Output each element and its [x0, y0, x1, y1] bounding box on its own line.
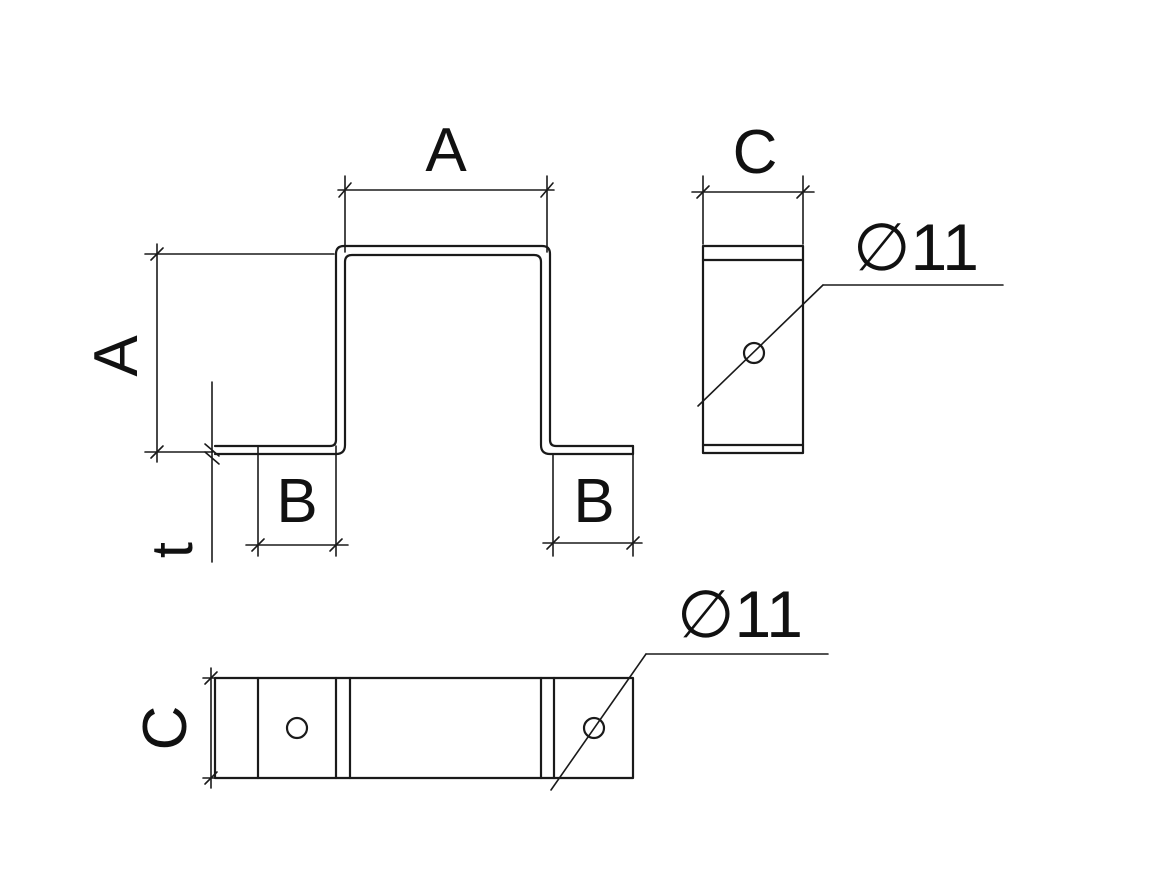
dimension-c-top-label: C	[131, 706, 200, 751]
dimension-c-side-label: C	[733, 118, 778, 187]
dimension-b-left-label: B	[276, 467, 317, 536]
side-view: C ∅11	[691, 118, 1004, 455]
dimension-t-label: t	[140, 542, 205, 558]
dimension-b-right	[542, 445, 643, 557]
dimension-a-vertical	[144, 243, 335, 463]
top-view-hole-right	[582, 716, 606, 740]
top-view: C ∅11	[131, 577, 829, 791]
front-view: A A t B	[82, 116, 643, 563]
dimension-a-horizontal	[337, 175, 555, 253]
dimension-c-top	[202, 667, 218, 789]
top-view-hole-left	[285, 716, 309, 740]
dimension-b-left	[245, 445, 349, 557]
side-hole-label: ∅11	[853, 210, 979, 284]
top-hole-label: ∅11	[677, 577, 803, 651]
side-hole-leader	[697, 284, 1004, 407]
side-view-hole	[742, 341, 766, 365]
dimension-a-vertical-label: A	[82, 335, 151, 377]
dimension-a-horizontal-label: A	[425, 116, 467, 185]
top-hole-leader	[550, 653, 829, 791]
bracket-profile-inner	[213, 253, 635, 456]
dimension-t	[204, 381, 220, 563]
dimension-c-side	[691, 175, 815, 245]
bracket-profile-outer	[213, 244, 635, 448]
side-view-outline	[701, 244, 805, 455]
dimension-b-right-label: B	[573, 467, 614, 536]
top-view-outline	[213, 676, 635, 780]
